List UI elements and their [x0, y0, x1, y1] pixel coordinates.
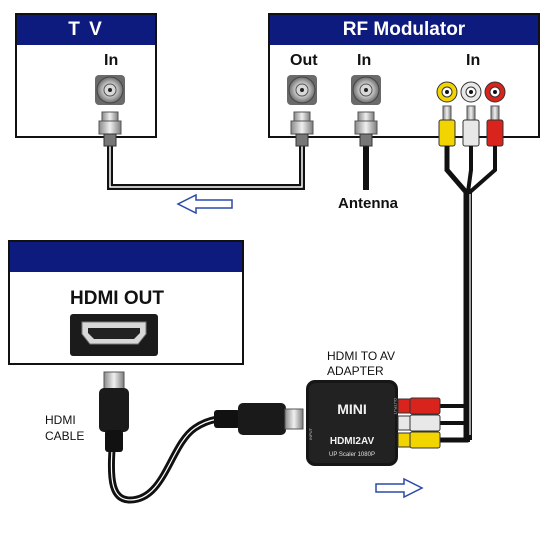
rca-plug-white-icon: [462, 105, 480, 147]
rf-header: RF Modulator: [270, 15, 538, 45]
coax-plug-icon: [354, 111, 378, 147]
tv-title: T V: [68, 19, 104, 40]
rca-plug-red-adapter-icon: [397, 397, 441, 415]
rca-jack-red-icon: [484, 81, 506, 103]
rca-plug-red-icon: [486, 105, 504, 147]
rf-out-label: Out: [290, 52, 318, 69]
tv-in-jack-icon: [95, 75, 125, 105]
adapter-brand: MINI: [337, 401, 367, 417]
rf-title: RF Modulator: [342, 19, 466, 40]
adapter-label-line1: HDMI TO AV: [327, 349, 396, 363]
coax-plug-icon: [290, 111, 314, 147]
rca-cable: [440, 146, 469, 443]
adapter-side-in: INPUT: [308, 427, 313, 440]
adapter-subtitle: UP Scaler 1080P: [329, 452, 375, 458]
coax-plug-icon: [98, 111, 122, 147]
hdmi-port-icon: [70, 314, 158, 356]
hdmi-out-label: HDMI OUT: [70, 288, 164, 309]
tv-header: T V: [17, 15, 155, 45]
hdmi-to-av-adapter: MINI HDMI2AV UP Scaler 1080P INPUT OUTPU…: [306, 380, 398, 466]
coax-cable: [107, 145, 305, 190]
hdmi-cable-label-line1: HDMI: [45, 413, 76, 427]
rf-in-label: In: [357, 52, 372, 69]
rf-in-jack-icon: [351, 75, 381, 105]
rf-av-in-label: In: [466, 52, 481, 69]
rca-plug-white-adapter-icon: [397, 414, 441, 432]
source-header: [10, 242, 242, 272]
rf-out-jack-icon: [287, 75, 317, 105]
adapter-model: HDMI2AV: [330, 436, 375, 447]
antenna-label: Antenna: [338, 195, 398, 212]
adapter-side-out: OUTPUT: [393, 398, 398, 415]
rca-jack-white-icon: [460, 81, 482, 103]
rca-jack-yellow-icon: [436, 81, 458, 103]
rca-plug-yellow-adapter-icon: [397, 431, 441, 449]
right-arrow-icon: [375, 477, 424, 499]
hdmi-plug-horizontal-icon: [214, 403, 304, 435]
hdmi-cable-label-line2: CABLE: [45, 429, 85, 443]
hdmi-cable: [107, 415, 237, 504]
adapter-label-line2: ADAPTER: [327, 364, 384, 378]
hdmi-plug-vertical-icon: [99, 371, 129, 452]
tv-in-label: In: [104, 52, 119, 69]
left-arrow-icon: [176, 193, 233, 215]
tv-box: T V: [15, 13, 157, 138]
rca-plug-yellow-icon: [438, 105, 456, 147]
